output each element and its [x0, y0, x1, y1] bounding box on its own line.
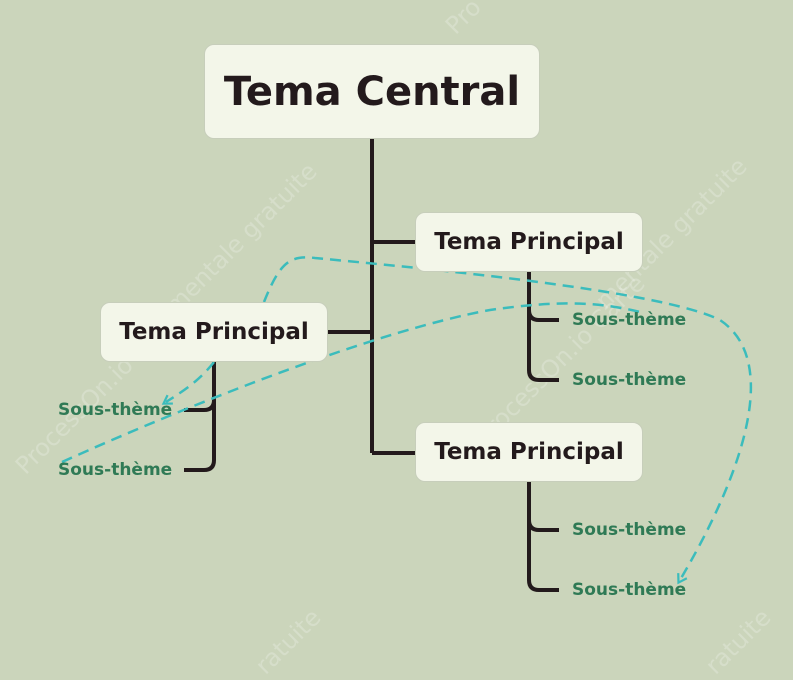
main-topic-node[interactable]: Tema Principal [100, 302, 328, 362]
subtopic-node[interactable]: Sous-thème [58, 400, 173, 420]
subtopic-node[interactable]: Sous-thème [58, 460, 173, 480]
central-topic-node[interactable]: Tema Central [204, 44, 540, 139]
relation-arrow [161, 361, 215, 405]
relation-arrow [262, 256, 752, 585]
main-topic-node[interactable]: Tema Principal [415, 422, 643, 482]
sub-connector [527, 305, 559, 382]
connector-layer [61, 139, 752, 592]
sub-connector [527, 272, 559, 322]
subtopic-node[interactable]: Sous-thème [572, 580, 687, 600]
sub-connector [527, 482, 559, 532]
sub-connector [184, 395, 216, 472]
subtopic-node[interactable]: Sous-thème [572, 370, 687, 390]
main-topic-node[interactable]: Tema Principal [415, 212, 643, 272]
subtopic-node[interactable]: Sous-thème [572, 520, 687, 540]
subtopic-node[interactable]: Sous-thème [572, 310, 687, 330]
sub-connector [527, 515, 559, 592]
